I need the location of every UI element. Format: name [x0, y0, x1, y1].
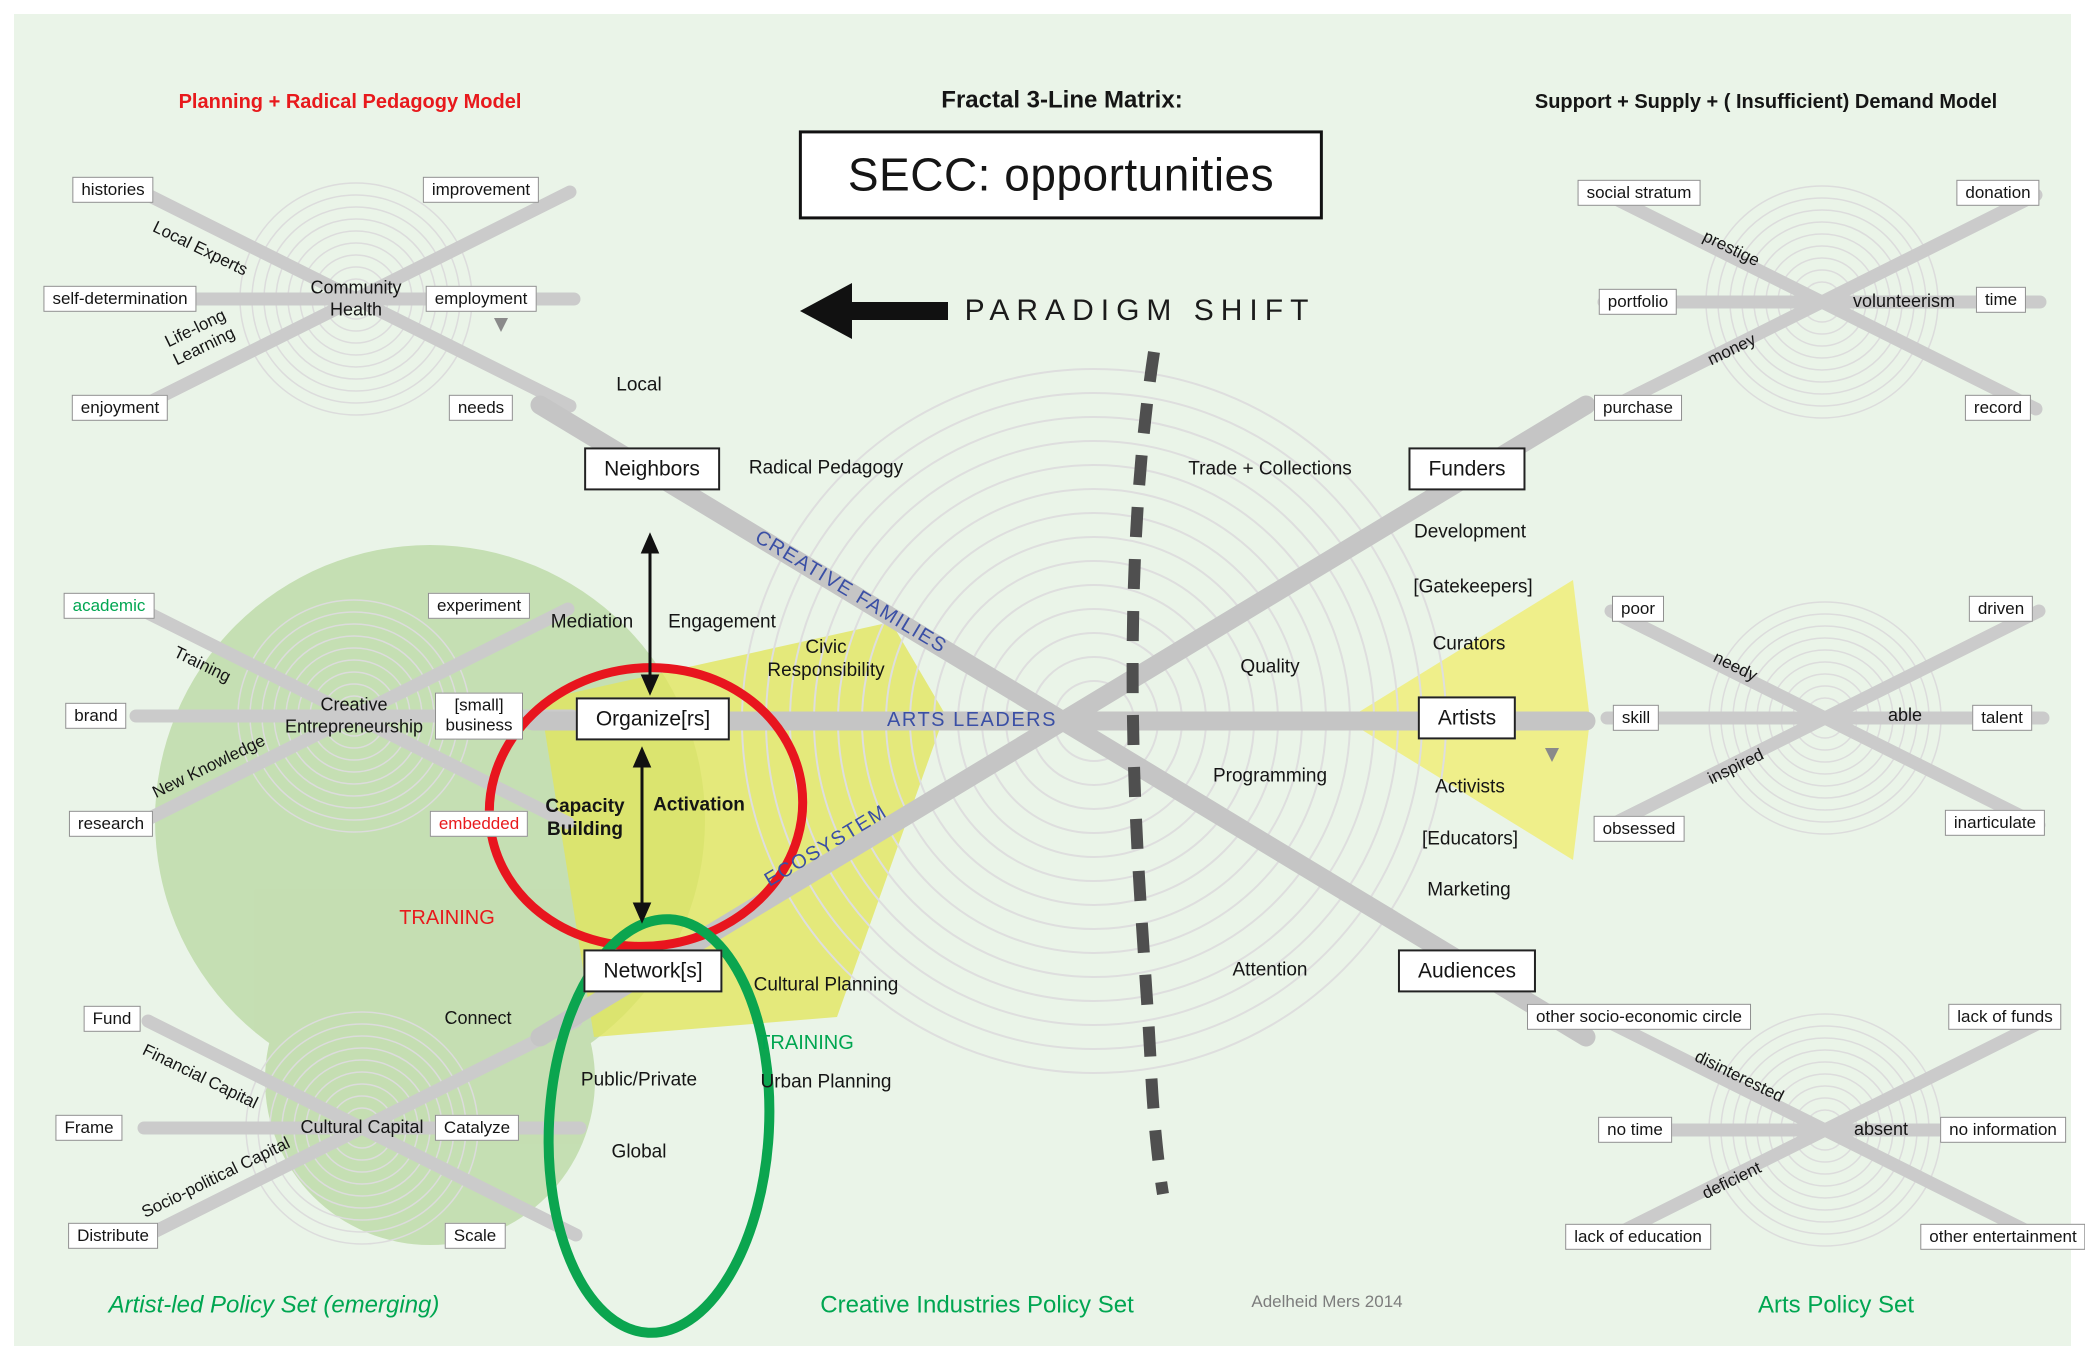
paradigm-shift-arrow	[800, 283, 948, 339]
label-lack-of-education: lack of education	[1565, 1223, 1711, 1251]
label-scale: Scale	[444, 1222, 506, 1250]
footer-artist-led-policy-set: Artist-led Policy Set (emerging)	[108, 1291, 440, 1319]
label-portfolio: portfolio	[1598, 288, 1678, 316]
label-no-time: no time	[1598, 1116, 1672, 1144]
label-fund: Fund	[83, 1005, 141, 1033]
label-absent: absent	[1853, 1119, 1909, 1140]
label-lack-of-funds: lack of funds	[1948, 1003, 2062, 1031]
down-arrow-small	[1545, 748, 1559, 762]
label-cultural-capital: Cultural Capital	[300, 1117, 424, 1138]
page-title: Fractal 3-Line Matrix:	[941, 86, 1183, 114]
label-donation: donation	[1956, 179, 2040, 207]
label-curators: Curators	[1432, 633, 1506, 655]
label-skill: skill	[1612, 704, 1660, 732]
label-activation: Activation	[653, 794, 745, 816]
label-poor: poor	[1611, 595, 1665, 623]
label-time: time	[1975, 286, 2027, 314]
box-neighbors: Neighbors	[584, 447, 720, 491]
label-quality: Quality	[1240, 656, 1300, 678]
label-no-information: no information	[1940, 1116, 2066, 1144]
label-other-entertainment: other entertainment	[1920, 1223, 2085, 1251]
label-small-business: [small] business	[435, 692, 523, 740]
label-educators: [Educators]	[1421, 828, 1519, 850]
label-trade-collections: Trade + Collections	[1188, 458, 1352, 480]
label-frame: Frame	[55, 1114, 123, 1142]
dashed-divider	[1126, 351, 1169, 1195]
box-audiences: Audiences	[1397, 949, 1537, 993]
label-talent: talent	[1972, 704, 2032, 732]
footer-arts-policy-set: Arts Policy Set	[1757, 1291, 1915, 1319]
label-attention: Attention	[1232, 959, 1308, 981]
label-training-red: TRAINING	[399, 907, 495, 929]
label-civic-responsibility: Civic Responsibility	[767, 637, 885, 681]
label-able: able	[1887, 705, 1923, 726]
label-purchase: purchase	[1594, 394, 1682, 422]
label-research: research	[68, 810, 154, 838]
label-mediation: Mediation	[550, 611, 634, 633]
label-arts-leaders: ARTS LEADERS	[887, 709, 1057, 731]
box-networks: Network[s]	[583, 949, 723, 993]
label-catalyze: Catalyze	[434, 1114, 520, 1142]
label-record: record	[1964, 394, 2032, 422]
box-funders: Funders	[1408, 447, 1526, 491]
label-global: Global	[611, 1141, 667, 1163]
label-urban-planning: Urban Planning	[760, 1071, 892, 1093]
label-brand: brand	[65, 702, 127, 730]
label-other-socio-economic-circle: other socio-economic circle	[1527, 1003, 1751, 1031]
label-marketing: Marketing	[1427, 879, 1511, 901]
label-cultural-planning: Cultural Planning	[753, 974, 899, 996]
label-experiment: experiment	[427, 592, 531, 620]
label-volunteerism: volunteerism	[1852, 291, 1956, 312]
label-embedded: embedded	[429, 810, 529, 838]
label-creative-entrepreneurship: Creative Entrepreneurship	[284, 694, 424, 736]
green-highlight-ellipse	[543, 914, 775, 1338]
label-academic: academic	[63, 592, 155, 620]
label-needs: needs	[448, 394, 514, 422]
label-programming: Programming	[1212, 765, 1328, 787]
label-connect: Connect	[444, 1008, 512, 1029]
label-local: Local	[616, 374, 662, 396]
label-histories: histories	[72, 176, 154, 204]
label-self-determination: self-determination	[43, 285, 197, 313]
label-radical-pedagogy: Radical Pedagogy	[748, 457, 904, 479]
label-improvement: improvement	[422, 176, 540, 204]
label-public-private: Public/Private	[580, 1069, 698, 1091]
capacity-double-arrow	[632, 746, 652, 924]
label-driven: driven	[1968, 595, 2034, 623]
label-social-stratum: social stratum	[1577, 179, 1701, 207]
label-enjoyment: enjoyment	[71, 394, 169, 422]
label-activists: Activists	[1435, 776, 1505, 798]
secc-opportunities-box: SECC: opportunities	[798, 130, 1324, 220]
left-model-title: Planning + Radical Pedagogy Model	[178, 91, 522, 113]
label-capacity-building: Capacity Building	[545, 796, 625, 840]
label-community-health: Community Health	[310, 277, 402, 319]
footer-creative-industries-policy-set: Creative Industries Policy Set	[820, 1291, 1134, 1319]
paradigm-shift-label: PARADIGM SHIFT	[964, 294, 1316, 327]
footer-credit: Adelheid Mers 2014	[1251, 1291, 1403, 1311]
label-engagement: Engagement	[668, 611, 776, 633]
label-development: Development	[1414, 521, 1526, 543]
box-artists: Artists	[1417, 696, 1517, 740]
label-gatekeepers: [Gatekeepers]	[1413, 576, 1533, 598]
label-training-green: TRAINING	[758, 1032, 854, 1054]
label-obsessed: obsessed	[1593, 815, 1685, 843]
x-diagram-lines	[129, 185, 2050, 1244]
label-inarticulate: inarticulate	[1944, 809, 2046, 837]
mediation-double-arrow	[640, 532, 660, 696]
label-distribute: Distribute	[68, 1222, 158, 1250]
label-employment: employment	[425, 285, 537, 313]
right-model-title: Support + Supply + ( Insufficient) Deman…	[1534, 91, 1998, 113]
down-arrow-small	[494, 318, 508, 332]
box-organizers: Organize[rs]	[575, 697, 731, 741]
